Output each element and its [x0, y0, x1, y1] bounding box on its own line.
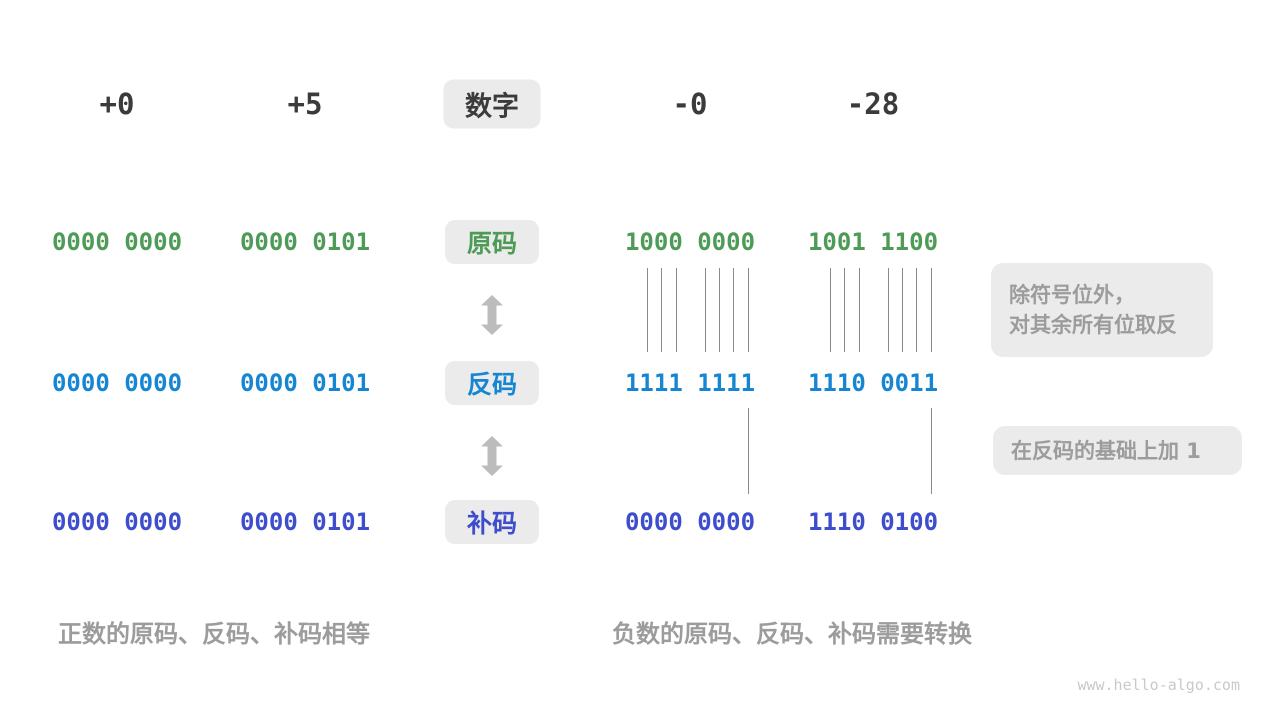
ones-complement-chip: 反码	[445, 361, 539, 405]
bit-connector-line	[829, 268, 831, 352]
bit-connector-line	[858, 268, 860, 352]
binary-value: 1111 1111	[624, 369, 756, 397]
bit-connector-line	[844, 268, 846, 352]
positive-caption: 正数的原码、反码、补码相等	[58, 620, 370, 648]
watermark: www.hello-algo.com	[1077, 676, 1240, 694]
number-label-chip: 数字	[443, 79, 541, 129]
binary-value: 1110 0011	[807, 369, 939, 397]
convert-arrow-icon	[481, 295, 503, 335]
bit-connector-line	[646, 268, 648, 352]
binary-value: 0000 0101	[239, 228, 371, 256]
bit-connector-line	[704, 268, 706, 352]
bit-connector-line	[930, 408, 932, 494]
number-header: +5	[287, 87, 323, 121]
negative-caption: 负数的原码、反码、补码需要转换	[612, 620, 972, 648]
convert-arrow-icon	[481, 436, 503, 476]
binary-value: 0000 0000	[51, 369, 183, 397]
flip-bits-note: 除符号位外， 对其余所有位取反	[991, 263, 1213, 357]
binary-value: 0000 0000	[51, 508, 183, 536]
note-line: 除符号位外，	[1009, 283, 1135, 307]
bit-connector-line	[930, 268, 932, 352]
bit-connector-line	[661, 268, 663, 352]
bit-connector-line	[887, 268, 889, 352]
sign-magnitude-chip: 原码	[445, 220, 539, 264]
twos-complement-chip: 补码	[445, 500, 539, 544]
bit-connector-line	[916, 268, 918, 352]
add-one-note: 在反码的基础上加 1	[993, 426, 1242, 475]
bit-connector-line	[747, 268, 749, 352]
note-line: 对其余所有位取反	[1009, 313, 1177, 337]
number-header: -0	[672, 87, 708, 121]
binary-value: 1110 0100	[807, 508, 939, 536]
binary-value: 1000 0000	[624, 228, 756, 256]
binary-value: 0000 0101	[239, 369, 371, 397]
number-header: -28	[846, 87, 900, 121]
note-line: 在反码的基础上加 1	[1011, 438, 1201, 463]
bit-connector-line	[675, 268, 677, 352]
bit-connector-line	[747, 408, 749, 494]
binary-value: 0000 0101	[239, 508, 371, 536]
bit-connector-line	[733, 268, 735, 352]
binary-value: 0000 0000	[624, 508, 756, 536]
bit-connector-line	[901, 268, 903, 352]
bit-connector-line	[718, 268, 720, 352]
binary-value: 0000 0000	[51, 228, 183, 256]
number-header: +0	[99, 87, 135, 121]
binary-value: 1001 1100	[807, 228, 939, 256]
